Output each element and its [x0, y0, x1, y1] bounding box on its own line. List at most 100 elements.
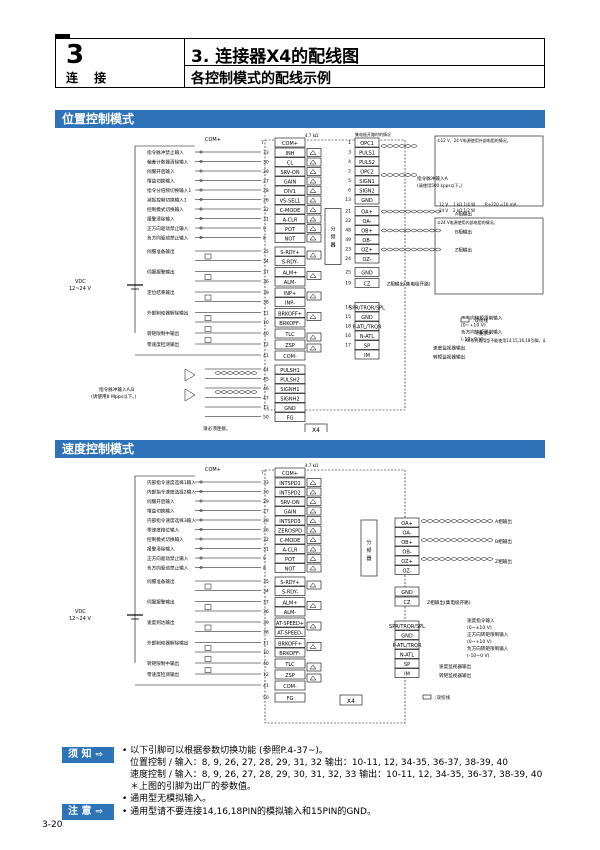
right-signal-box — [394, 596, 420, 607]
analog-signal-box — [354, 349, 380, 360]
input-label: 伺服开启输入 — [147, 168, 175, 175]
input-signal-box — [274, 544, 306, 554]
signal-name: CL — [287, 161, 293, 167]
optocoupler-icon — [306, 176, 322, 186]
output-signal-box — [274, 246, 306, 257]
right-signal-box — [354, 244, 380, 254]
input-signal-box — [274, 553, 306, 564]
twisted-legend-box — [460, 317, 470, 323]
torque-limit-plus-label: 正方向转矩限制输入 — [461, 315, 503, 322]
divider-box — [324, 208, 342, 265]
signal-name: OA- — [403, 531, 412, 537]
signal-name: FG — [287, 696, 294, 702]
relay-icon — [204, 337, 212, 343]
pin-number: 16 — [345, 333, 351, 339]
signal-name: BRKOFF+ — [278, 642, 302, 648]
diode-icon — [309, 314, 317, 319]
pin-number: 10 — [263, 320, 269, 326]
switch-contact-icon — [199, 480, 203, 484]
twisted-pair-icon — [380, 249, 442, 252]
input-signal-box — [274, 185, 306, 196]
pin-number: 28 — [263, 188, 269, 194]
output-signal-box — [274, 256, 306, 266]
input-signal-box — [274, 147, 306, 158]
twisted-pair-icon — [380, 145, 418, 148]
pin-number: 12 — [263, 342, 269, 348]
pin-number: 39 — [263, 290, 269, 296]
signal-name: BRKOFF+ — [278, 312, 302, 318]
output-signal-box — [274, 308, 306, 318]
optocoupler-icon — [306, 224, 322, 233]
vcc-label: VDC — [75, 609, 86, 615]
optocoupler-icon — [306, 563, 322, 573]
twisted-pair-icon — [214, 371, 258, 374]
divider-box — [360, 519, 378, 577]
signal-name: COM- — [283, 684, 297, 690]
diode-icon — [309, 664, 317, 670]
output-signal-box — [274, 287, 306, 298]
signal-name: S-RDY+ — [280, 250, 299, 256]
pin-number: 14 — [345, 305, 351, 311]
x4-connector-box — [304, 423, 328, 432]
optocoupler-icon — [306, 544, 322, 554]
input-signal-box — [274, 195, 306, 205]
signal-name: POT — [285, 557, 296, 563]
pin-number: 40 — [263, 331, 269, 337]
right-signal-box — [354, 278, 380, 288]
signal-name: OB- — [362, 238, 371, 244]
switch-contact-icon — [199, 528, 203, 531]
z-phase-oc-label: Z相输出(集电极开路) — [387, 281, 431, 288]
right-signal-box — [354, 137, 380, 148]
signal-name: SIGN1 — [359, 179, 374, 185]
must-connect-note: 请必须连接。 — [203, 425, 231, 432]
switch-contact-icon — [199, 217, 203, 220]
optocoupler-icon — [306, 167, 322, 176]
pin-number: 13 — [263, 405, 269, 411]
z-phase-label: Z相输出 — [455, 247, 472, 254]
resistor-label: 4.7 kΩ — [305, 133, 318, 138]
caution-note: • 通用型请不要连接14,16,18PIN的模拟输入和15PIN的GND。 — [122, 807, 376, 817]
twisted-pair-icon — [380, 230, 442, 233]
pin-number: 50 — [263, 695, 269, 701]
relay-icon — [204, 645, 212, 651]
twisted-pair-icon — [420, 558, 494, 561]
pin-number: 15 — [345, 314, 351, 320]
output-label: 伺服报警输出 — [147, 599, 175, 606]
relay-icon — [204, 315, 212, 321]
output-label: 转矩限制中输出 — [147, 330, 180, 337]
twisted-pair-icon — [420, 539, 494, 542]
signal-name: OZ+ — [401, 559, 413, 565]
output-label: 转矩限制中输出 — [147, 660, 180, 667]
switch-contact-icon — [199, 537, 203, 541]
pin-number: 3 — [348, 150, 351, 156]
signal-name: BRKOFF- — [279, 651, 301, 657]
diode-icon — [309, 235, 317, 241]
pin-number: 17 — [345, 343, 351, 349]
signal-name: ALM+ — [283, 601, 298, 607]
table-cell: 2 kΩ 1/2 W — [453, 208, 475, 213]
input-signal-box — [274, 223, 306, 234]
signal-name: C-MODE — [280, 538, 301, 544]
input-label: 负方向驱动禁止输入 — [147, 565, 189, 572]
pin-number: 35 — [263, 579, 269, 585]
pin-number: 32 — [263, 207, 269, 213]
input-label: 零速度箝位输入 — [147, 527, 180, 534]
pin-number: 46 — [263, 386, 269, 392]
signal-name: OB- — [402, 550, 411, 556]
pin-number: 47 — [263, 396, 269, 402]
right-signal-box — [354, 225, 380, 235]
switch-contact-icon — [199, 226, 203, 230]
oc-note-box — [434, 135, 544, 207]
analog-signal-box — [394, 658, 420, 669]
pin-number: 4 — [348, 159, 351, 165]
right-signal-box — [354, 234, 380, 245]
signal-name: OA- — [363, 219, 372, 225]
input-label: 控制模式切换输入 — [147, 536, 184, 543]
signal-name: OA+ — [361, 210, 372, 216]
optocoupler-icon — [306, 148, 322, 157]
switch-contact-icon — [199, 490, 203, 493]
line-driver-icon — [184, 388, 196, 402]
input-signal-box — [274, 477, 306, 488]
pin-number: 40 — [263, 661, 269, 667]
